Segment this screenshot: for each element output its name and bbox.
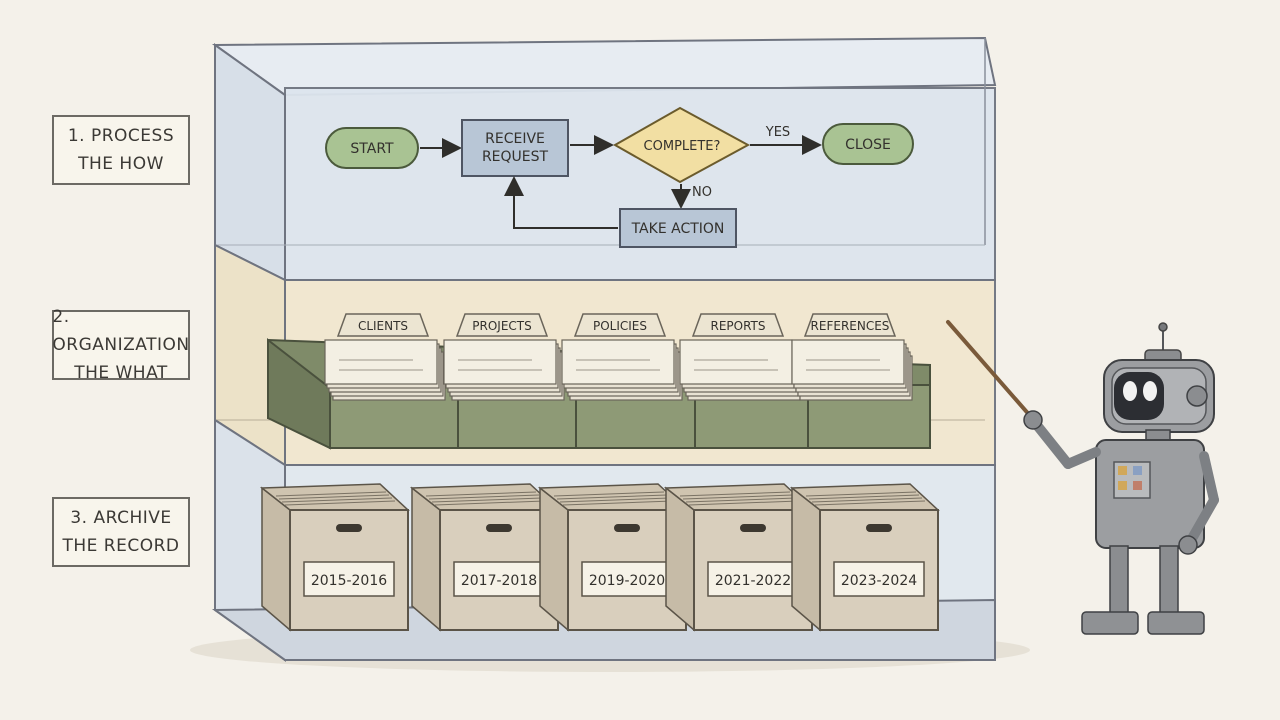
archive-box: 2021-2022	[663, 483, 814, 632]
layer-label-organization: 2. ORGANIZATION THE WHAT	[52, 307, 190, 383]
folder-label: REPORTS	[710, 319, 765, 333]
layer-label-line2: THE RECORD	[62, 536, 180, 556]
archive-box: 2015-2016	[259, 483, 410, 632]
folder-tab	[336, 313, 430, 337]
box-handle	[486, 524, 512, 532]
flowchart: START RECEIVE REQUEST COMPLETE? YES CLOS…	[325, 106, 914, 248]
decision-node	[612, 106, 751, 184]
box-handle	[866, 524, 892, 532]
folder-tab	[691, 313, 785, 337]
take-action-label: TAKE ACTION	[631, 221, 725, 237]
pointer-stick-icon	[946, 320, 1034, 420]
folder-tab	[455, 313, 549, 337]
layer-label-line2: THE WHAT	[74, 363, 168, 383]
archive-box: 2023-2024	[789, 483, 940, 632]
box-label-card	[833, 561, 925, 597]
archive-box-layer: 2015-2016 2017-2018 2019-2020 2021-2022 2023…	[259, 483, 940, 632]
take-action-node	[619, 208, 737, 248]
folder-group: CLIENTS	[324, 313, 446, 401]
box-year-label: 2019-2020	[589, 573, 665, 589]
layer-label-line1: 2. ORGANIZATION	[52, 307, 190, 355]
folder-group-layer: CLIENTS PROJECTS POLICIES REPORTS REFERENCES	[324, 313, 913, 401]
archive-box: 2017-2018	[409, 483, 560, 632]
folder-tab	[573, 313, 667, 337]
box-handle	[336, 524, 362, 532]
no-label: NO	[692, 185, 712, 200]
close-label: CLOSE	[845, 137, 891, 153]
yes-label: YES	[765, 125, 790, 140]
folder-label: CLIENTS	[358, 319, 408, 333]
robot-icon	[946, 320, 1219, 635]
box-label-card	[581, 561, 673, 597]
folder-group: REPORTS	[679, 313, 801, 401]
layer-label-line1: 1. PROCESS	[67, 126, 175, 146]
folder-label: REFERENCES	[811, 319, 890, 333]
receive-label-line2: REQUEST	[482, 149, 549, 165]
box-handle	[614, 524, 640, 532]
folder-label: PROJECTS	[472, 319, 531, 333]
box-year-label: 2015-2016	[311, 573, 387, 589]
folder-group: POLICIES	[561, 313, 683, 401]
start-label: START	[350, 141, 394, 157]
box-year-label: 2023-2024	[841, 573, 917, 589]
receive-label-line1: RECEIVE	[485, 131, 545, 147]
start-node	[325, 127, 419, 169]
close-node	[822, 123, 914, 165]
box-label-card	[453, 561, 545, 597]
layer-label-line2: THE HOW	[78, 154, 164, 174]
box-label-card	[303, 561, 395, 597]
folder-group: PROJECTS	[443, 313, 565, 401]
arrow-action-receive	[504, 176, 618, 229]
folder-tab	[803, 313, 897, 337]
layer-label-process: 1. PROCESS THE HOW	[52, 115, 190, 185]
folder-label: POLICIES	[593, 319, 647, 333]
folder-group: REFERENCES	[791, 313, 913, 401]
archive-box: 2019-2020	[537, 483, 688, 632]
decision-label: COMPLETE?	[644, 139, 721, 154]
layer-label-line1: 3. ARCHIVE	[70, 508, 172, 528]
layer-label-archive: 3. ARCHIVE THE RECORD	[52, 497, 190, 567]
box-year-label: 2021-2022	[715, 573, 791, 589]
box-handle	[740, 524, 766, 532]
box-year-label: 2017-2018	[461, 573, 537, 589]
receive-request-node	[461, 119, 569, 177]
